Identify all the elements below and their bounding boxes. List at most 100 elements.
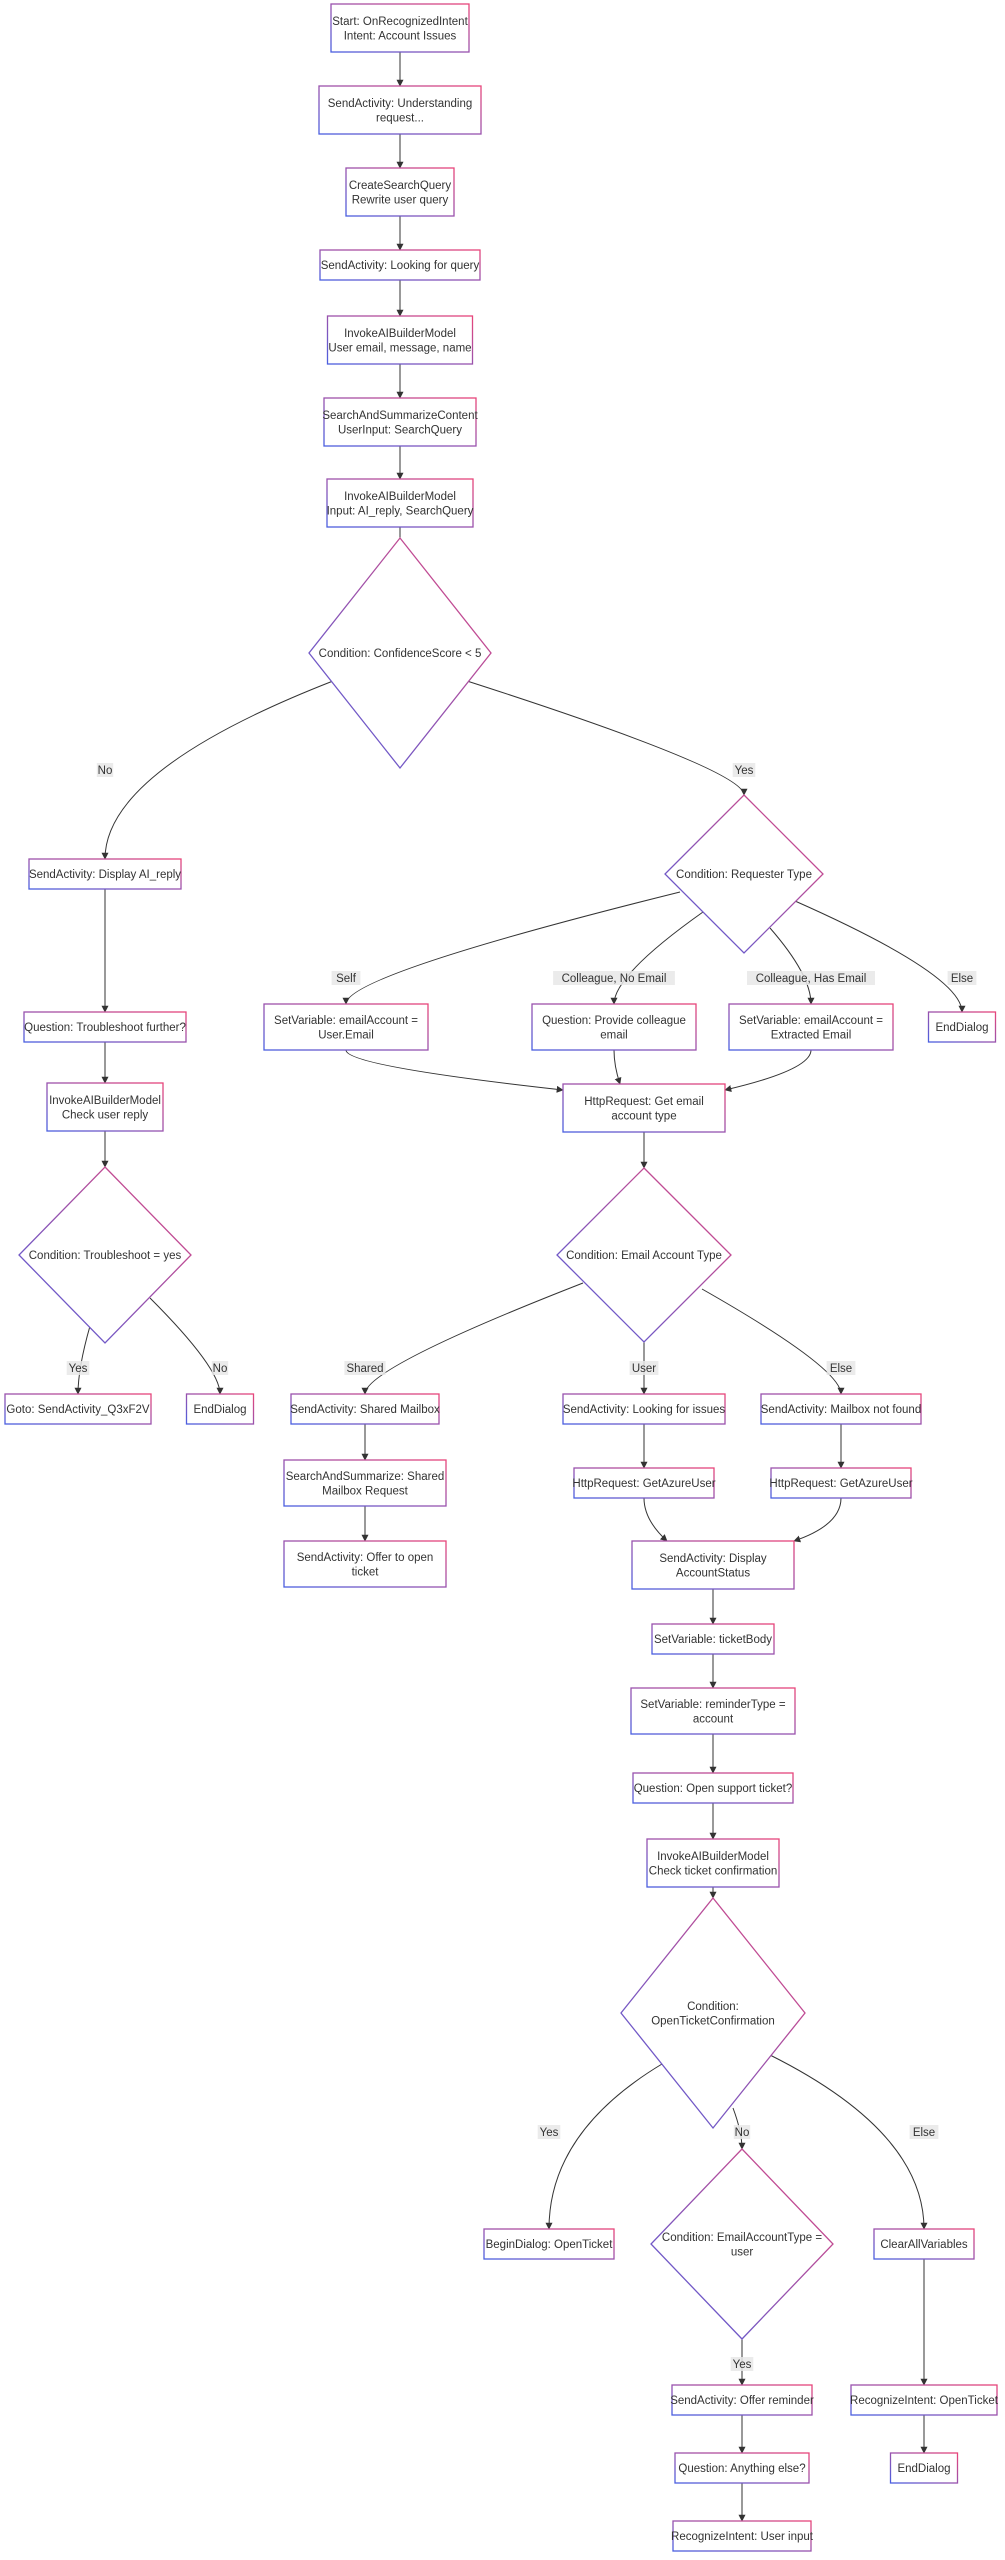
node-q-troubleshoot[interactable]: Question: Troubleshoot further?	[23, 1011, 187, 1043]
process-box	[760, 1393, 922, 1425]
node-send-offer-reminder[interactable]: SendActivity: Offer reminder	[670, 2384, 814, 2416]
node-goto-send[interactable]: Goto: SendActivity_Q3xF2V	[4, 1393, 152, 1425]
process-box	[185, 1393, 255, 1425]
edge-label: Yes	[66, 1361, 90, 1375]
node-send-ai-reply[interactable]: SendActivity: Display AI_reply	[28, 858, 182, 890]
node-cond-email-type[interactable]: Condition: Email Account Type	[556, 1167, 732, 1343]
edge-label: User	[629, 1361, 659, 1375]
node-label: SetVariable: ticketBody	[654, 1634, 772, 1646]
edge-cond_troubleshoot-to-end_dialog_1	[149, 1297, 224, 1395]
edge-label-text: Colleague, Has Email	[756, 973, 867, 985]
node-setvar-ticket-body[interactable]: SetVariable: ticketBody	[651, 1623, 775, 1655]
node-label: Goto: SendActivity_Q3xF2V	[6, 1404, 150, 1416]
node-send-understanding[interactable]: SendActivity: Understandingrequest...	[318, 85, 482, 135]
node-cond-requester[interactable]: Condition: Requester Type	[664, 794, 824, 954]
node-setvar-user-email[interactable]: SetVariable: emailAccount = User.Email	[263, 1003, 429, 1051]
node-send-mailbox-nf[interactable]: SendActivity: Mailbox not found	[760, 1393, 922, 1425]
process-box	[290, 1393, 440, 1425]
edge-label: Shared	[344, 1361, 386, 1375]
node-label: User email, message, name	[328, 342, 471, 354]
process-box	[728, 1003, 894, 1051]
process-box	[672, 2520, 812, 2552]
edge-label: No	[96, 763, 114, 777]
node-cond-email-user[interactable]: Condition: EmailAccountType =user	[650, 2148, 834, 2340]
node-label: SendActivity: Mailbox not found	[761, 1404, 921, 1416]
edge-label: Self	[331, 971, 361, 985]
edge-cond_confidence-to-cond_requester	[466, 680, 748, 796]
node-recognize-user-input[interactable]: RecognizeIntent: User input	[671, 2520, 814, 2552]
node-end-dialog-3[interactable]: EndDialog	[889, 2452, 959, 2484]
edge-label: Yes	[730, 2357, 754, 2371]
node-begin-open-ticket[interactable]: BeginDialog: OpenTicket	[483, 2228, 615, 2260]
process-box	[873, 2228, 975, 2260]
node-label: SearchAndSummarizeContent	[322, 410, 478, 422]
node-label: SetVariable: emailAccount =	[739, 1015, 883, 1027]
edge-label: Else	[909, 2125, 939, 2139]
node-send-looking-query[interactable]: SendActivity: Looking for query	[319, 249, 481, 281]
node-label: SendActivity: Looking for query	[321, 260, 480, 272]
node-q-anything-else[interactable]: Question: Anything else?	[674, 2452, 810, 2484]
node-q-open-ticket[interactable]: Question: Open support ticket?	[632, 1772, 794, 1804]
node-send-shared[interactable]: SendActivity: Shared Mailbox	[290, 1393, 440, 1425]
process-box	[283, 1540, 447, 1588]
edge-label-text: Yes	[733, 2359, 752, 2371]
node-label: SendActivity: Display	[659, 1553, 767, 1565]
node-label: SetVariable: emailAccount =	[274, 1015, 418, 1027]
node-label: HttpRequest: Get email	[584, 1096, 704, 1108]
node-label: Question: Provide colleague	[542, 1015, 686, 1027]
edge-label-text: No	[213, 1363, 228, 1375]
edge-cond_requester-to-setvar_user_email	[342, 891, 681, 1005]
node-clear-vars[interactable]: ClearAllVariables	[873, 2228, 975, 2260]
node-send-looking-issues[interactable]: SendActivity: Looking for issues	[562, 1393, 726, 1425]
node-http-azure-2[interactable]: HttpRequest: GetAzureUser	[769, 1467, 913, 1499]
node-label: Question: Open support ticket?	[634, 1783, 793, 1795]
process-box	[263, 1003, 429, 1051]
node-label: SendActivity: Display AI_reply	[29, 869, 181, 881]
node-label: SendActivity: Shared Mailbox	[290, 1404, 440, 1416]
node-setvar-reminder[interactable]: SetVariable: reminderType =account	[630, 1687, 796, 1735]
edge-cond_requester-to-q_colleague_email	[610, 911, 704, 1005]
node-label: Condition: EmailAccountType =	[662, 2232, 822, 2244]
node-label: Extracted Email	[771, 1029, 852, 1041]
edge-cond_email_type-to-send_mailbox_nf	[701, 1288, 845, 1395]
process-box	[674, 2452, 810, 2484]
edge-label: Colleague, Has Email	[747, 971, 875, 985]
node-cond-troubleshoot[interactable]: Condition: Troubleshoot = yes	[18, 1166, 192, 1344]
node-end-dialog-1[interactable]: EndDialog	[185, 1393, 255, 1425]
node-end-dialog-2[interactable]: EndDialog	[927, 1011, 997, 1043]
process-box	[631, 1540, 795, 1590]
node-cond-open-ticket[interactable]: Condition:OpenTicketConfirmation	[620, 1896, 806, 2130]
node-label: BeginDialog: OpenTicket	[486, 2239, 614, 2251]
process-box	[531, 1003, 697, 1051]
node-label: User.Email	[318, 1029, 374, 1041]
edge-cond_open_ticket-to-clear_vars	[769, 2054, 928, 2230]
process-box	[345, 167, 455, 217]
node-cond-confidence[interactable]: Condition: ConfidenceScore < 5	[308, 536, 492, 770]
edge-label-text: Else	[913, 2127, 935, 2139]
process-box	[326, 478, 474, 528]
edge-label-text: No	[735, 2127, 750, 2139]
edge-label-text: No	[98, 765, 113, 777]
node-setvar-extracted[interactable]: SetVariable: emailAccount = Extracted Ema…	[728, 1003, 894, 1051]
node-label: InvokeAIBuilderModel	[657, 1851, 769, 1863]
node-label: CreateSearchQuery	[349, 180, 452, 192]
process-box	[46, 1082, 164, 1132]
process-box	[326, 315, 474, 365]
node-http-azure-1[interactable]: HttpRequest: GetAzureUser	[572, 1467, 716, 1499]
edge-label-text: Colleague, No Email	[562, 973, 667, 985]
node-recognize-open-ticket[interactable]: RecognizeIntent: OpenTicket	[850, 2384, 999, 2416]
process-box	[671, 2384, 813, 2416]
